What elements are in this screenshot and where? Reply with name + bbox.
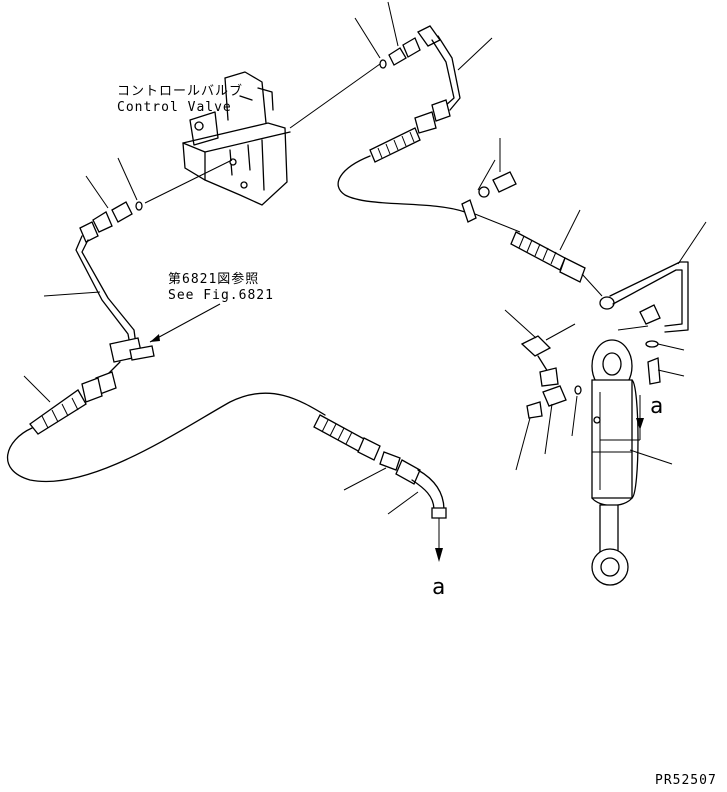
elbow-fittings — [520, 335, 582, 419]
clamp-right — [461, 138, 521, 233]
connection-mark-a-right: a — [650, 394, 663, 419]
left-tube-assembly — [7, 159, 447, 519]
right-hose — [510, 231, 689, 385]
control-valve-label-en: Control Valve — [117, 100, 232, 115]
control-valve — [182, 71, 291, 206]
leader-lines — [23, 1, 707, 515]
see-fig-label-en: See Fig.6821 — [168, 288, 274, 303]
control-valve-label-jp: コントロールバルブ — [117, 83, 243, 99]
part-code-label: PR52507 — [655, 773, 717, 788]
hydraulic-cylinder — [591, 339, 641, 586]
flow-arrows — [435, 412, 644, 562]
connection-mark-a-bottom: a — [432, 575, 445, 600]
see-fig-label-jp: 第6821図参照 — [168, 271, 259, 287]
upper-tube-assembly — [289, 25, 466, 213]
